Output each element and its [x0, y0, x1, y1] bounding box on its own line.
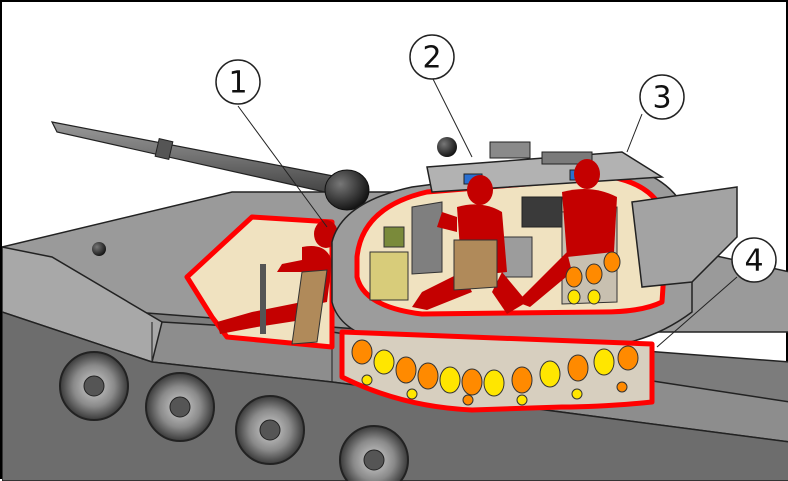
radio-box [369, 251, 409, 301]
ammo-charge [616, 381, 628, 393]
road-wheel [339, 425, 409, 481]
control-console [521, 196, 563, 228]
ammo-carousel [339, 329, 655, 413]
loader-panel [501, 236, 533, 278]
ammo-round [603, 251, 621, 273]
ammo-round [483, 369, 505, 397]
turret-rear-bustle [631, 186, 738, 288]
ammo-round [439, 366, 461, 394]
driver-seat [291, 269, 328, 345]
callout-4: 4 [731, 237, 777, 283]
gunner-seat [453, 239, 498, 291]
sight-block [541, 151, 593, 165]
callout-2: 2 [409, 34, 455, 80]
commander-cupola [489, 141, 531, 159]
ammo-round [565, 266, 583, 288]
callout-leader-4 [656, 276, 738, 348]
gun-breech-panel [411, 201, 443, 275]
ammo-round [351, 339, 373, 365]
road-wheel [59, 351, 129, 421]
callout-1-label: 1 [228, 66, 247, 101]
ammo-rounds [351, 339, 639, 406]
ammo-charge [571, 388, 583, 400]
ammo-round [617, 345, 639, 371]
callout-leader-2 [431, 76, 473, 158]
callout-leader-1 [237, 105, 328, 228]
ammo-charge [567, 289, 581, 305]
ammo-round [539, 360, 561, 388]
callout-3-label: 3 [652, 81, 671, 116]
gun-mantlet [324, 169, 370, 211]
ammo-charge [516, 394, 528, 406]
ammo-round [461, 368, 483, 396]
callout-4-label: 4 [744, 244, 763, 279]
callout-leader-3 [626, 113, 643, 153]
ammo-charge [361, 374, 373, 386]
commander-crew-figure [517, 159, 617, 307]
callout-1: 1 [215, 59, 261, 105]
headlight-icon [92, 242, 106, 256]
road-wheel [235, 395, 305, 465]
gun-barrel-collar [154, 138, 174, 160]
callout-leaders [237, 76, 738, 348]
ammo-charge [587, 289, 601, 305]
ammo-charge [406, 388, 418, 400]
road-wheels [59, 351, 409, 481]
ammo-charge [462, 394, 474, 406]
road-wheel [145, 372, 215, 442]
gun-barrel [50, 121, 355, 198]
periscope-icon [437, 137, 457, 157]
ammo-round [395, 356, 417, 384]
ammo-round [373, 349, 395, 375]
ammo-round [417, 362, 439, 390]
main-gun [50, 121, 370, 211]
hull-front-plate [2, 246, 163, 363]
ammo-round [585, 263, 603, 285]
ammo-round [567, 354, 589, 382]
driver-control-lever [260, 264, 266, 334]
callout-2-label: 2 [422, 41, 441, 76]
callout-3: 3 [639, 74, 685, 120]
ammo-round [511, 366, 533, 394]
ammo-round [593, 348, 615, 376]
radio-handset [383, 226, 405, 248]
driver-compartment [184, 214, 338, 350]
rear-ammo-rack [565, 251, 621, 305]
